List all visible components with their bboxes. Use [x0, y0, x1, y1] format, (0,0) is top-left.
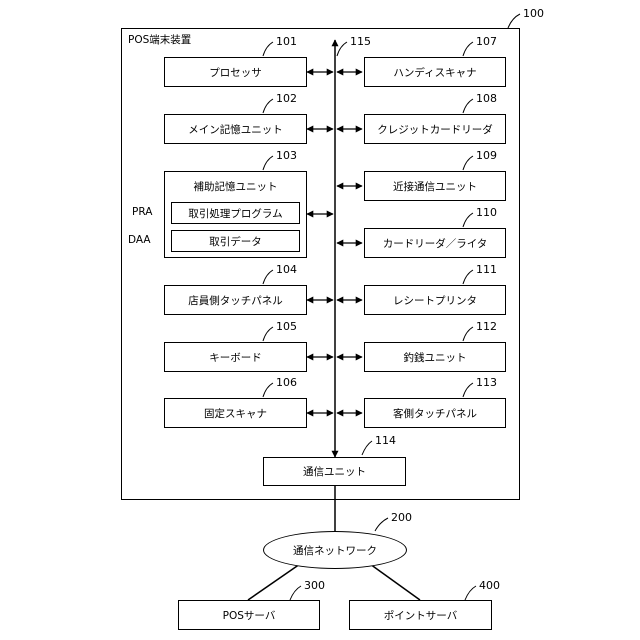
ref-300: 300	[304, 579, 325, 592]
ref-111: 111	[476, 263, 497, 276]
ref-109: 109	[476, 149, 497, 162]
ref-110: 110	[476, 206, 497, 219]
ref-400: 400	[479, 579, 500, 592]
ref-107: 107	[476, 35, 497, 48]
leader-100	[508, 14, 520, 28]
clerk-touch-panel-box: 店員側タッチパネル	[164, 285, 307, 315]
transaction-data-box: 取引データ	[171, 230, 300, 252]
network-ellipse: 通信ネットワーク	[263, 531, 407, 569]
receipt-printer-box: レシートプリンタ	[364, 285, 506, 315]
program-tag: PRA	[132, 206, 152, 218]
handy-scanner-box: ハンディスキャナ	[364, 57, 506, 87]
ref-100: 100	[523, 7, 544, 20]
ref-115: 115	[350, 35, 371, 48]
ref-103: 103	[276, 149, 297, 162]
ref-106: 106	[276, 376, 297, 389]
credit-card-reader-box: クレジットカードリーダ	[364, 114, 506, 144]
ref-104: 104	[276, 263, 297, 276]
main-storage-box: メイン記憶ユニット	[164, 114, 307, 144]
ref-108: 108	[476, 92, 497, 105]
pos-server-box: POSサーバ	[178, 600, 320, 630]
data-tag: DAA	[128, 234, 151, 246]
keyboard-box: キーボード	[164, 342, 307, 372]
leader-300	[290, 586, 301, 600]
nfc-unit-box: 近接通信ユニット	[364, 171, 506, 201]
comm-unit-box: 通信ユニット	[263, 457, 406, 486]
point-server-box: ポイントサーバ	[349, 600, 492, 630]
leader-400	[465, 586, 476, 600]
ref-112: 112	[476, 320, 497, 333]
fixed-scanner-box: 固定スキャナ	[164, 398, 307, 428]
ref-200: 200	[391, 511, 412, 524]
change-unit-box: 釣銭ユニット	[364, 342, 506, 372]
pos-terminal-label: POS端末装置	[128, 32, 191, 47]
card-reader-writer-box: カードリーダ／ライタ	[364, 228, 506, 258]
ref-105: 105	[276, 320, 297, 333]
customer-touch-panel-box: 客側タッチパネル	[364, 398, 506, 428]
processor-box: プロセッサ	[164, 57, 307, 87]
ref-113: 113	[476, 376, 497, 389]
transaction-program-box: 取引処理プログラム	[171, 202, 300, 224]
link-network-point-server	[370, 564, 420, 600]
ref-102: 102	[276, 92, 297, 105]
ref-114: 114	[375, 434, 396, 447]
pos-terminal-frame	[121, 28, 520, 500]
ref-101: 101	[276, 35, 297, 48]
aux-storage-label: 補助記憶ユニット	[194, 179, 278, 194]
leader-200	[375, 518, 388, 531]
